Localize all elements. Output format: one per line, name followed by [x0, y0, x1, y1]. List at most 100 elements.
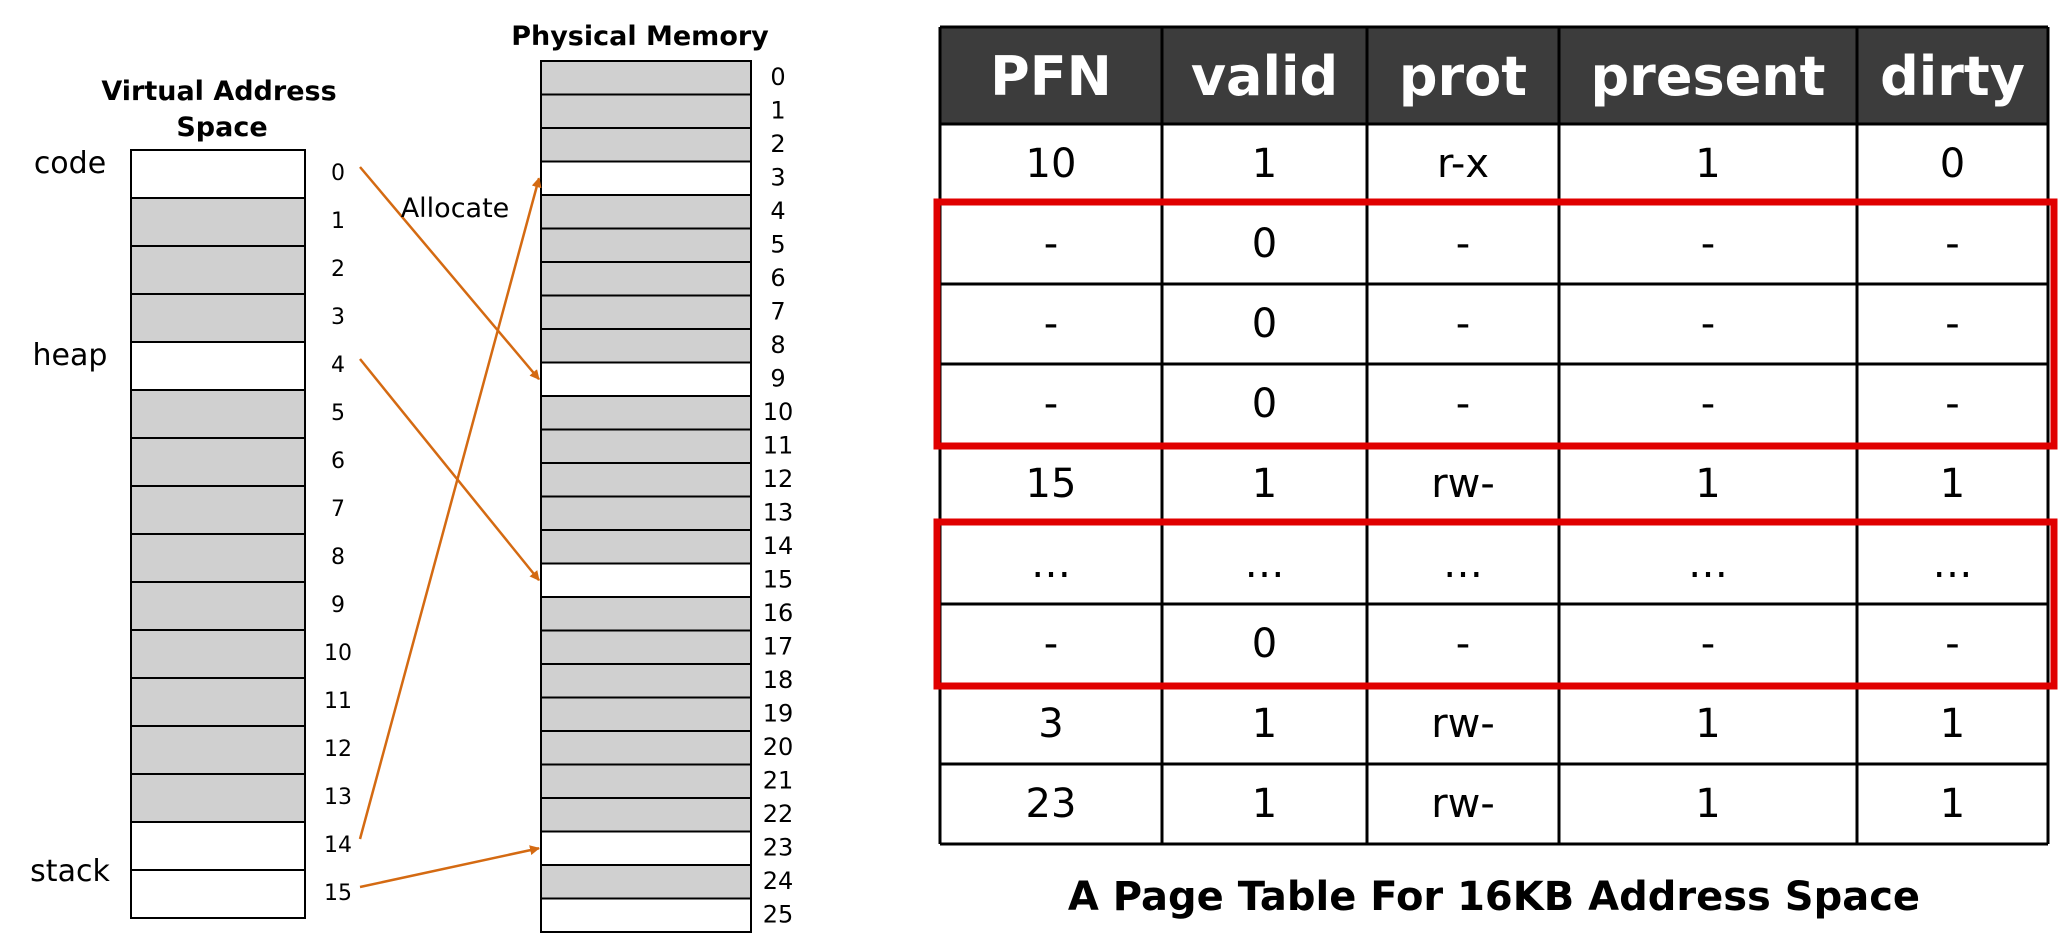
virtual-page-number-7: 7 — [331, 497, 345, 522]
virtual-page-number-14: 14 — [324, 833, 352, 858]
table-cell-r6-c0: - — [1044, 621, 1058, 667]
physical-frame-18 — [540, 663, 752, 699]
column-header-present: present — [1591, 45, 1826, 108]
physical-frame-11 — [540, 428, 752, 464]
virtual-page-2 — [130, 245, 306, 295]
frame-number-1: 1 — [770, 97, 785, 125]
table-cell-r2-c4: - — [1945, 301, 1959, 347]
virtual-page-number-4: 4 — [331, 353, 345, 378]
virtual-page-12 — [130, 725, 306, 775]
physical-frame-4 — [540, 194, 752, 230]
column-header-dirty: dirty — [1880, 45, 2025, 108]
table-cell-r3-c0: - — [1044, 381, 1058, 427]
table-cell-r1-c1: 0 — [1252, 221, 1277, 267]
virtual-page-number-1: 1 — [331, 209, 345, 234]
table-cell-r5-c0: … — [1031, 541, 1071, 587]
physical-frame-12 — [540, 462, 752, 498]
physical-frame-17 — [540, 629, 752, 665]
mapping-arrow-vpn0 — [359, 166, 540, 381]
virtual-page-number-15: 15 — [324, 881, 352, 906]
table-cell-r4-c2: rw- — [1431, 461, 1495, 507]
virtual-page-number-6: 6 — [331, 449, 345, 474]
table-cell-r4-c1: 1 — [1252, 461, 1277, 507]
physical-frame-2 — [540, 127, 752, 163]
highlight-box-1 — [933, 198, 2058, 450]
table-cell-r5-c1: … — [1245, 541, 1285, 587]
virtual-page-11 — [130, 677, 306, 727]
table-cell-r8-c4: 1 — [1940, 781, 1965, 827]
frame-number-0: 0 — [770, 63, 785, 91]
virtual-page-number-13: 13 — [324, 785, 352, 810]
frame-number-24: 24 — [763, 867, 794, 895]
frame-number-19: 19 — [763, 700, 794, 728]
table-cell-r4-c0: 15 — [1026, 461, 1077, 507]
virtual-page-7 — [130, 485, 306, 535]
virtual-page-14 — [130, 821, 306, 871]
highlight-box-2 — [933, 518, 2058, 690]
frame-number-6: 6 — [770, 264, 785, 292]
frame-number-10: 10 — [763, 398, 794, 426]
table-cell-r8-c3: 1 — [1695, 781, 1720, 827]
table-header-background — [940, 27, 2048, 124]
physical-frame-5 — [540, 227, 752, 263]
table-cell-r3-c3: - — [1701, 381, 1715, 427]
physical-frame-21 — [540, 763, 752, 799]
physical-frame-19 — [540, 696, 752, 732]
frame-number-5: 5 — [770, 231, 785, 259]
frame-number-11: 11 — [763, 432, 794, 460]
virtual-page-1 — [130, 197, 306, 247]
frame-number-17: 17 — [763, 633, 794, 661]
table-cell-r5-c2: … — [1443, 541, 1483, 587]
physical-memory: Physical Memory 012345678910111213141516… — [511, 21, 794, 933]
frame-number-4: 4 — [770, 197, 785, 225]
virtual-space-title-line2: Space — [176, 112, 267, 143]
virtual-page-number-12: 12 — [324, 737, 352, 762]
column-header-prot: prot — [1399, 45, 1527, 108]
table-cell-r4-c3: 1 — [1695, 461, 1720, 507]
mapping-arrow-vpn14 — [358, 177, 542, 840]
virtual-page-4 — [130, 341, 306, 391]
table-cell-r1-c3: - — [1701, 221, 1715, 267]
table-cell-r7-c3: 1 — [1695, 701, 1720, 747]
table-cell-r1-c2: - — [1456, 221, 1470, 267]
table-cell-r3-c1: 0 — [1252, 381, 1277, 427]
mapping-arrow-vpn4 — [359, 358, 540, 582]
physical-frame-1 — [540, 93, 752, 129]
table-cell-r8-c1: 1 — [1252, 781, 1277, 827]
table-cell-r5-c4: … — [1933, 541, 1973, 587]
table-cell-r7-c2: rw- — [1431, 701, 1495, 747]
frame-number-2: 2 — [770, 130, 785, 158]
virtual-page-number-3: 3 — [331, 305, 345, 330]
physical-frame-22 — [540, 797, 752, 833]
table-cell-r6-c4: - — [1945, 621, 1959, 667]
table-cell-r4-c4: 1 — [1940, 461, 1965, 507]
frame-number-3: 3 — [770, 164, 785, 192]
physical-frame-25 — [540, 897, 752, 933]
frame-number-15: 15 — [763, 566, 794, 594]
virtual-page-5 — [130, 389, 306, 439]
physical-frame-13 — [540, 495, 752, 531]
table-cell-r5-c3: … — [1688, 541, 1728, 587]
frame-number-12: 12 — [763, 465, 794, 493]
virtual-page-9 — [130, 581, 306, 631]
frame-number-22: 22 — [763, 800, 794, 828]
table-cell-r7-c0: 3 — [1038, 701, 1063, 747]
frame-number-8: 8 — [770, 331, 785, 359]
segment-label-heap: heap — [33, 338, 108, 373]
table-cell-r6-c1: 0 — [1252, 621, 1277, 667]
mapping-arrow-vpn15 — [359, 845, 540, 889]
physical-frame-24 — [540, 864, 752, 900]
column-header-valid: valid — [1191, 45, 1338, 108]
virtual-page-3 — [130, 293, 306, 343]
table-cell-r0-c2: r-x — [1437, 141, 1489, 187]
segment-label-stack: stack — [30, 854, 110, 889]
physical-frames: 0123456789101112131415161718192021222324… — [540, 60, 794, 933]
mapping-arrows — [358, 166, 542, 889]
virtual-page-6 — [130, 437, 306, 487]
physical-frame-10 — [540, 395, 752, 431]
physical-frame-7 — [540, 294, 752, 330]
virtual-space-title-line1: Virtual Address — [101, 76, 336, 107]
virtual-page-number-2: 2 — [331, 257, 345, 282]
